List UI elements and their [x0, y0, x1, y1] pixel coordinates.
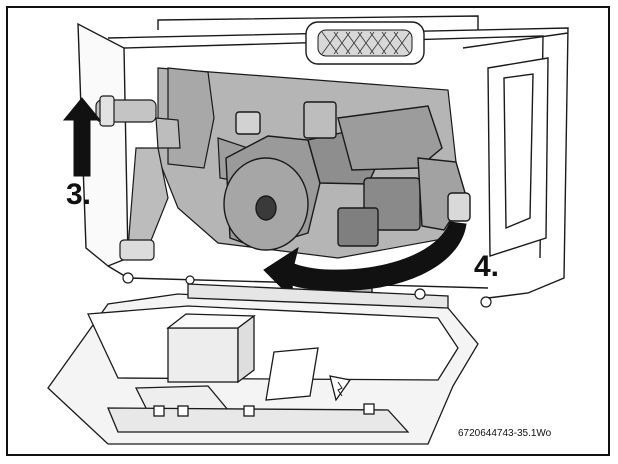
step-3-label: 3.: [66, 178, 92, 211]
arrow-up-icon: [62, 97, 102, 177]
high-voltage-warning-icon: [329, 375, 352, 402]
rotate-arrow-icon: [263, 221, 467, 302]
figure-reference-code: 6720644743-35.1Wo: [458, 428, 552, 439]
mounting-bolts: [122, 272, 492, 308]
control-panel: [47, 283, 479, 445]
figure-frame: 3. 4. 6720644743-35.1Wo: [6, 6, 610, 456]
heat-exchanger-grille: [305, 21, 425, 65]
boiler-illustration: [47, 15, 569, 445]
boiler-casing: [77, 15, 569, 299]
step-4-label: 4.: [474, 250, 500, 283]
